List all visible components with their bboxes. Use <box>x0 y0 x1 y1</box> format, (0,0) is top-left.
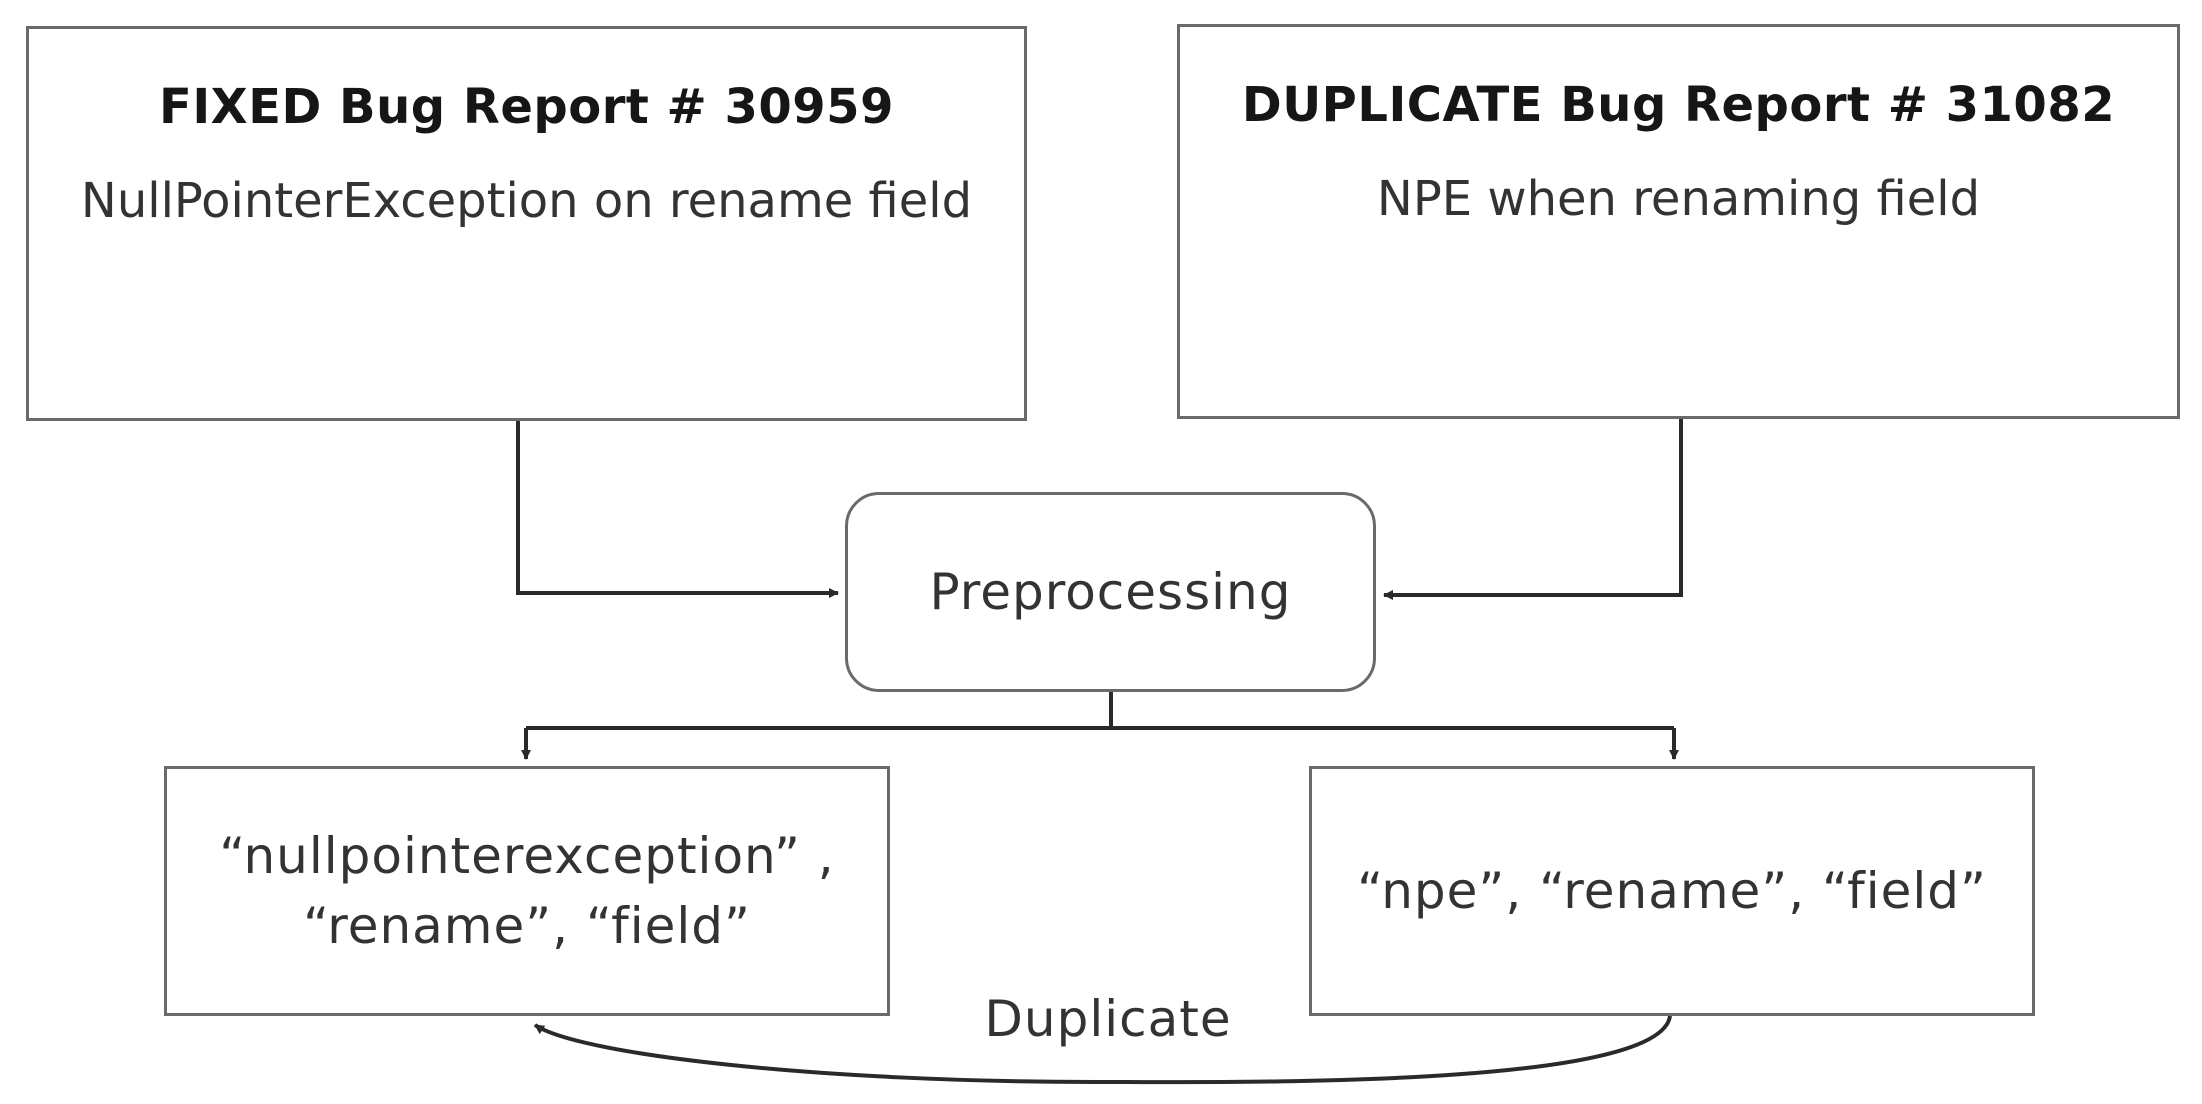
fixed-tokens-text: “nullpointerexception” , “rename”, “fiel… <box>219 827 835 955</box>
duplicate-to-preprocessing-arrow <box>1383 419 1683 600</box>
duplicate-relation-arc <box>533 1015 1672 1085</box>
fixed-to-preprocessing-arrow <box>516 421 839 598</box>
duplicate-tokens-box: “npe”, “rename”, “field” <box>1309 766 2035 1016</box>
duplicate-bug-report-box: DUPLICATE Bug Report # 31082 NPE when re… <box>1177 24 2180 419</box>
duplicate-relation-label-row: Duplicate <box>0 990 2202 1048</box>
preprocessing-label: Preprocessing <box>929 563 1292 621</box>
preprocessing-box: Preprocessing <box>845 492 1376 692</box>
fixed-bug-report-title: FIXED Bug Report # 30959 <box>159 79 894 135</box>
duplicate-bug-report-summary: NPE when renaming field <box>1376 171 1981 227</box>
fixed-bug-report-summary: NullPointerException on rename field <box>80 173 973 229</box>
duplicate-bug-report-title: DUPLICATE Bug Report # 31082 <box>1241 77 2116 133</box>
fixed-bug-report-box: FIXED Bug Report # 30959 NullPointerExce… <box>26 26 1027 421</box>
fixed-tokens-box: “nullpointerexception” , “rename”, “fiel… <box>164 766 890 1016</box>
duplicate-relation-label: Duplicate <box>984 990 1232 1048</box>
duplicate-tokens-text: “npe”, “rename”, “field” <box>1357 862 1987 920</box>
